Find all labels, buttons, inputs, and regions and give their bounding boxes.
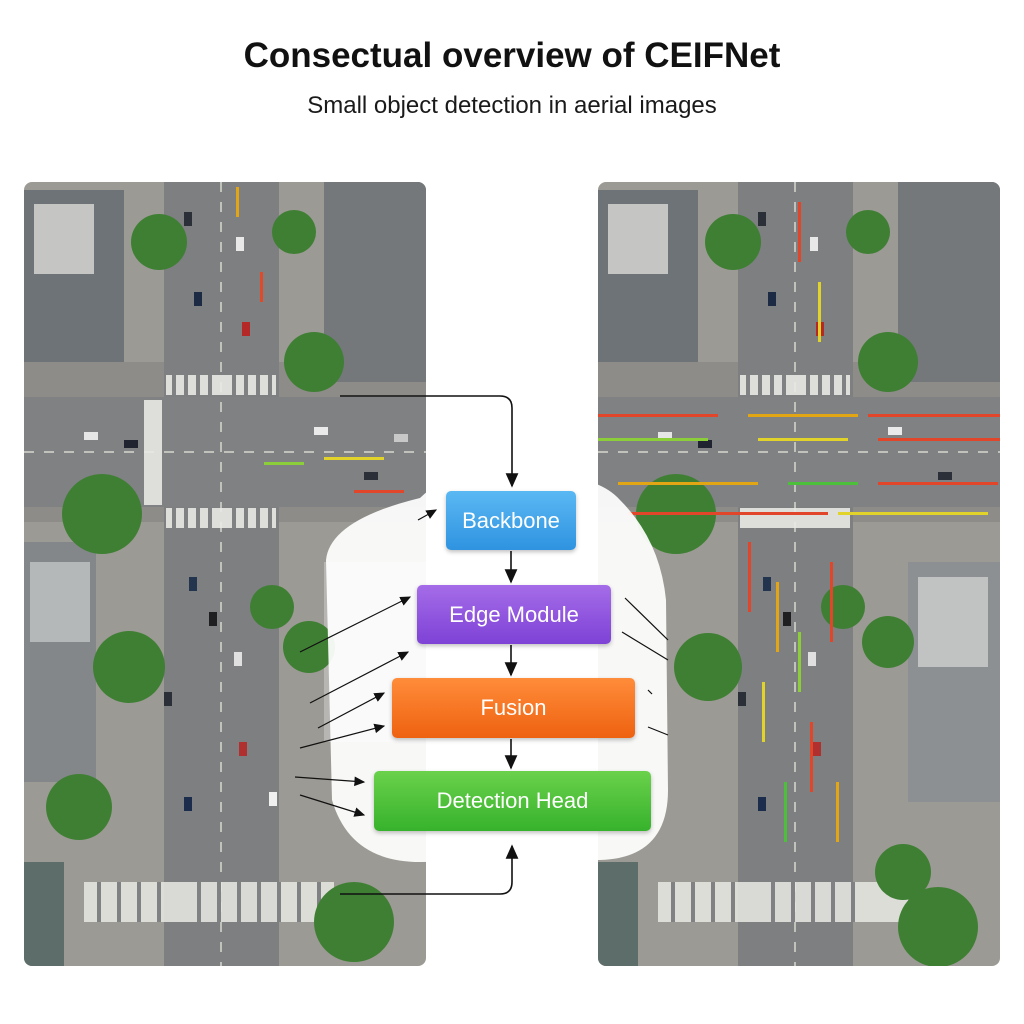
backbone-block: Backbone [446, 491, 576, 550]
fusion-label: Fusion [480, 695, 547, 720]
aerial-image-left [24, 182, 426, 966]
detection-head-block: Detection Head [374, 771, 651, 831]
detection-head-label: Detection Head [436, 788, 589, 813]
edge-module-block: Edge Module [417, 585, 611, 644]
aerial-scene-left [24, 182, 426, 966]
fusion-block: Fusion [392, 678, 635, 738]
aerial-scene-right [598, 182, 1000, 966]
backbone-label: Backbone [462, 507, 560, 533]
diagram-title: Consectual overview of CEIFNet [243, 36, 781, 75]
edge-module-label: Edge Module [449, 601, 579, 627]
diagram-subtitle: Small object detection in aerial images [307, 92, 717, 119]
aerial-image-right [598, 182, 1000, 966]
